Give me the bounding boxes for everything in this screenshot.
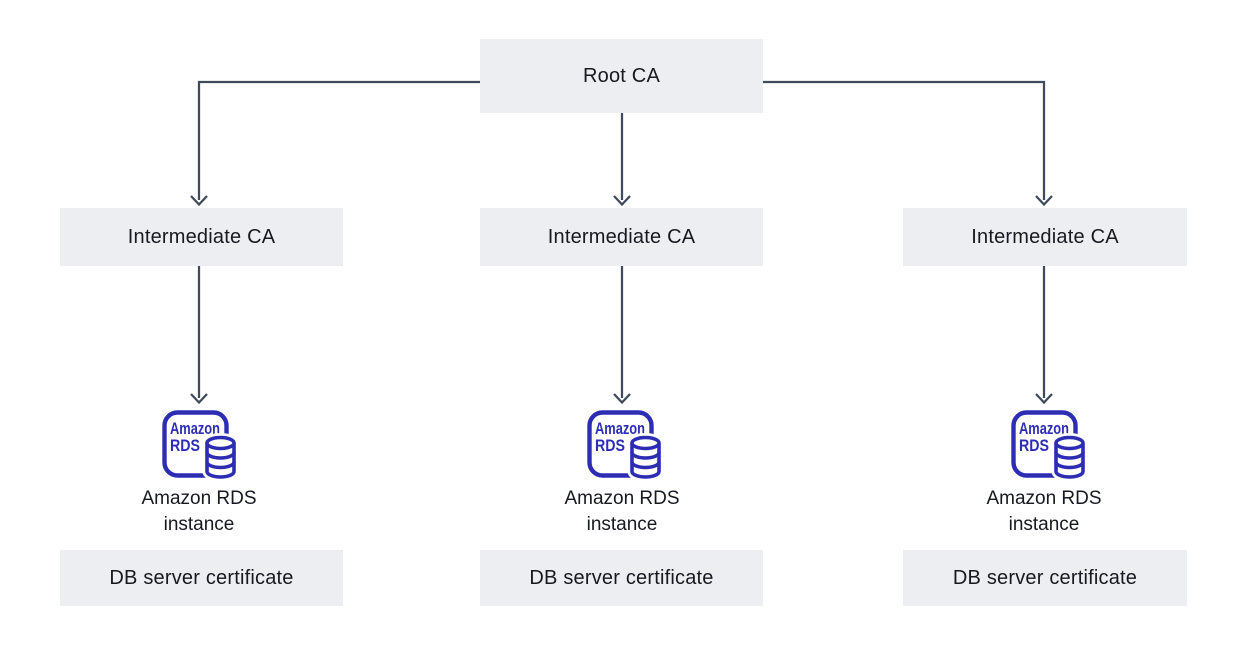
rds-icon-text-line1: Amazon bbox=[595, 419, 645, 438]
rds-instance-label-line2: instance bbox=[163, 514, 235, 535]
database-cylinder-icon bbox=[627, 433, 664, 480]
db-server-certificate-box-left: DB server certificate bbox=[60, 550, 343, 606]
rds-instance-label-middle: Amazon RDS instance bbox=[512, 486, 732, 538]
intermediate-ca-box-middle: Intermediate CA bbox=[480, 208, 763, 266]
db-server-certificate-box-middle: DB server certificate bbox=[480, 550, 763, 606]
rds-icon-text-line1: Amazon bbox=[1019, 419, 1069, 438]
db-server-certificate-label: DB server certificate bbox=[529, 566, 714, 589]
amazon-rds-icon: Amazon RDS bbox=[587, 410, 664, 480]
database-cylinder-icon bbox=[202, 433, 239, 480]
rds-instance-label-left: Amazon RDS instance bbox=[89, 486, 309, 538]
intermediate-ca-box-left: Intermediate CA bbox=[60, 208, 343, 266]
intermediate-ca-label: Intermediate CA bbox=[547, 225, 696, 248]
rds-icon-text-line2: RDS bbox=[1019, 436, 1049, 455]
amazon-rds-icon: Amazon RDS bbox=[1011, 410, 1088, 480]
rds-icon-text-line2: RDS bbox=[595, 436, 625, 455]
intermediate-ca-label: Intermediate CA bbox=[971, 225, 1119, 248]
arrow-root-to-intermediate-right bbox=[763, 80, 1053, 207]
root-ca-box: Root CA bbox=[480, 39, 763, 113]
rds-icon-text-line2: RDS bbox=[170, 436, 200, 455]
db-server-certificate-box-right: DB server certificate bbox=[903, 550, 1187, 606]
root-ca-label: Root CA bbox=[583, 64, 660, 87]
rds-instance-label-right: Amazon RDS instance bbox=[934, 486, 1154, 538]
rds-instance-label-line1: Amazon RDS bbox=[141, 488, 257, 509]
rds-instance-label-line2: instance bbox=[586, 514, 658, 535]
arrow-intermediate-to-rds-left bbox=[190, 266, 208, 405]
rds-instance-label-line2: instance bbox=[1008, 514, 1080, 535]
rds-instance-label-line1: Amazon RDS bbox=[564, 488, 680, 509]
intermediate-ca-label: Intermediate CA bbox=[127, 225, 276, 248]
rds-icon-text-line1: Amazon bbox=[170, 419, 220, 438]
db-server-certificate-label: DB server certificate bbox=[109, 566, 294, 589]
arrow-intermediate-to-rds-middle bbox=[613, 266, 631, 405]
db-server-certificate-label: DB server certificate bbox=[952, 566, 1138, 589]
arrow-root-to-intermediate-middle bbox=[613, 113, 631, 207]
arrow-intermediate-to-rds-right bbox=[1035, 266, 1053, 405]
intermediate-ca-box-right: Intermediate CA bbox=[903, 208, 1187, 266]
amazon-rds-icon: Amazon RDS bbox=[162, 410, 239, 480]
rds-instance-label-line1: Amazon RDS bbox=[986, 488, 1102, 509]
database-cylinder-icon bbox=[1051, 433, 1088, 480]
arrow-root-to-intermediate-left bbox=[190, 80, 481, 207]
